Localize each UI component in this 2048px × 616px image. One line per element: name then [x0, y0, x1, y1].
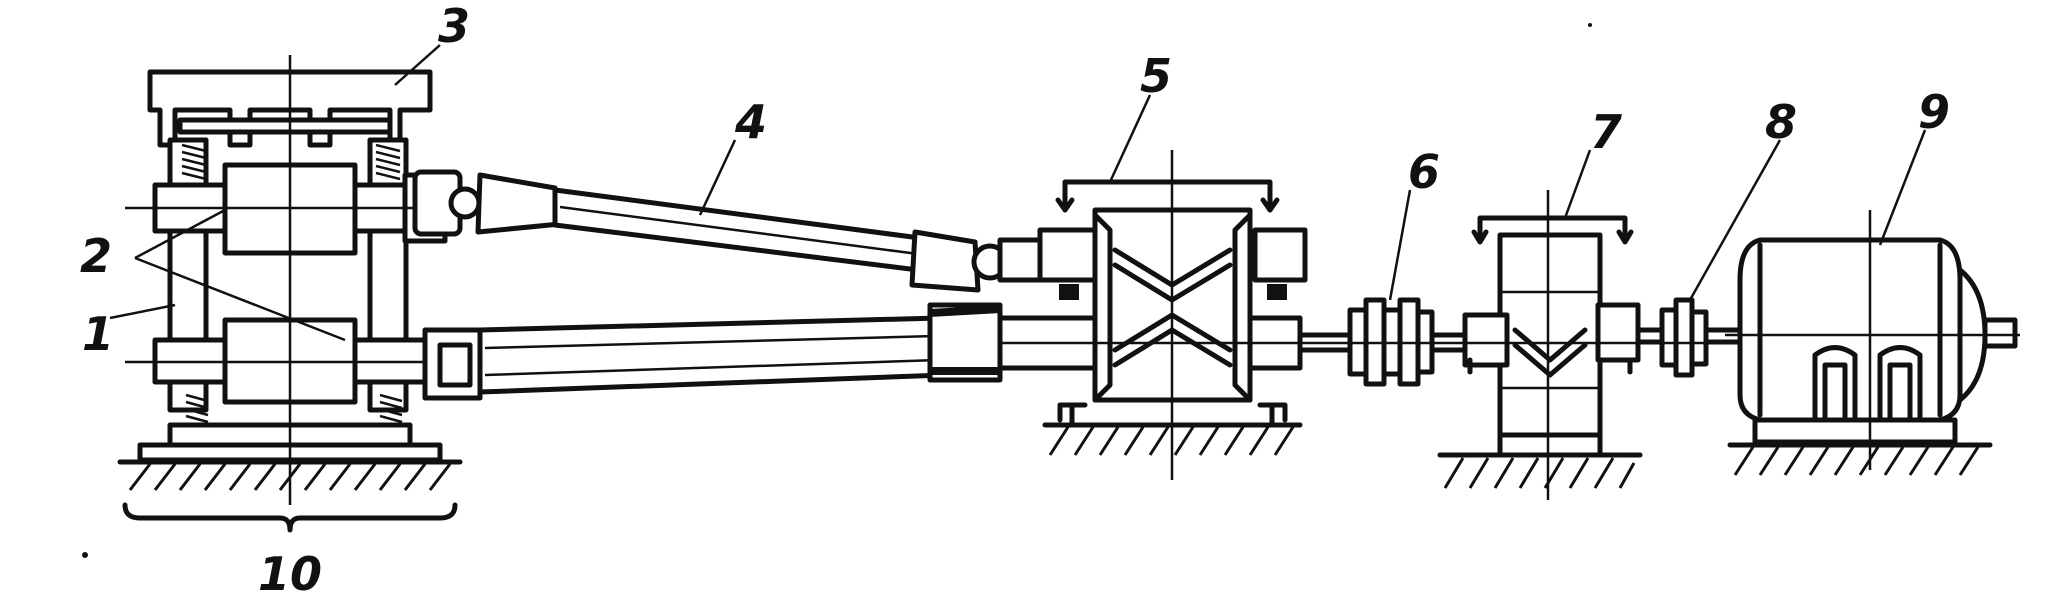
gearbox-bracket — [1477, 215, 1628, 243]
speck — [82, 552, 88, 558]
motor-body — [1737, 237, 1963, 423]
motor-ground-hatching — [1727, 442, 1993, 476]
gear-stand-bracket — [1062, 179, 1273, 213]
gearbox-feet — [1467, 357, 1633, 375]
leader-4 — [698, 139, 737, 216]
stand-ground-hatching — [117, 459, 463, 491]
leader-5 — [1108, 94, 1152, 183]
motor-shaft-end — [1982, 317, 2018, 349]
leader-1 — [109, 303, 176, 320]
gear-stand-ground-hatching — [1042, 422, 1303, 456]
pinion-upper-right-bearing — [1252, 227, 1308, 283]
leader-6 — [1388, 189, 1412, 301]
coupling-8 — [1635, 297, 1743, 378]
leader-7 — [1563, 149, 1592, 219]
bottom-left-spring — [185, 393, 209, 424]
speck — [1588, 23, 1592, 27]
pinion-upper-left-bearing — [1037, 227, 1098, 283]
electric-motor-9 — [1725, 210, 2020, 476]
leader-2a — [134, 208, 226, 260]
top-right-spring — [375, 143, 401, 181]
label-4: 4 — [734, 95, 767, 149]
gear-bearing-mark-right — [1267, 284, 1287, 300]
leader-2b — [134, 256, 346, 342]
label-2: 2 — [80, 229, 112, 283]
leader-3 — [394, 44, 441, 86]
top-left-spring — [181, 143, 207, 181]
label-10: 10 — [258, 547, 322, 601]
spindles — [412, 169, 1043, 401]
brace-10 — [122, 502, 458, 533]
gearbox-output-bearing — [1595, 302, 1641, 363]
lower-spindle — [422, 302, 1003, 401]
gearbox-7 — [1437, 190, 1643, 500]
gear-bearing-mark-left — [1059, 284, 1079, 300]
label-6: 6 — [1408, 145, 1440, 199]
leader-lines — [109, 44, 1927, 342]
leader-9 — [1878, 129, 1927, 246]
gearbox-teeth — [1512, 327, 1588, 378]
upper-spindle — [412, 169, 1043, 293]
label-5: 5 — [1140, 49, 1172, 103]
motor-base — [1752, 417, 1958, 445]
label-9: 9 — [1918, 85, 1950, 139]
gear-stand — [997, 150, 1308, 480]
gear-stand-feet — [1057, 402, 1288, 423]
gearbox-ground-hatching — [1437, 452, 1643, 489]
label-1: 1 — [82, 307, 114, 361]
motor-left-foot — [1812, 345, 1858, 423]
leader-8 — [1688, 139, 1782, 301]
label-8: 8 — [1765, 95, 1797, 149]
gearbox-input-bearing — [1462, 312, 1510, 368]
gearbox-housing — [1497, 232, 1603, 438]
rolling-stand — [117, 55, 463, 533]
label-3: 3 — [438, 0, 470, 53]
label-7: 7 — [1590, 105, 1622, 159]
bottom-right-spring — [379, 393, 403, 424]
motor-right-foot — [1877, 345, 1923, 423]
